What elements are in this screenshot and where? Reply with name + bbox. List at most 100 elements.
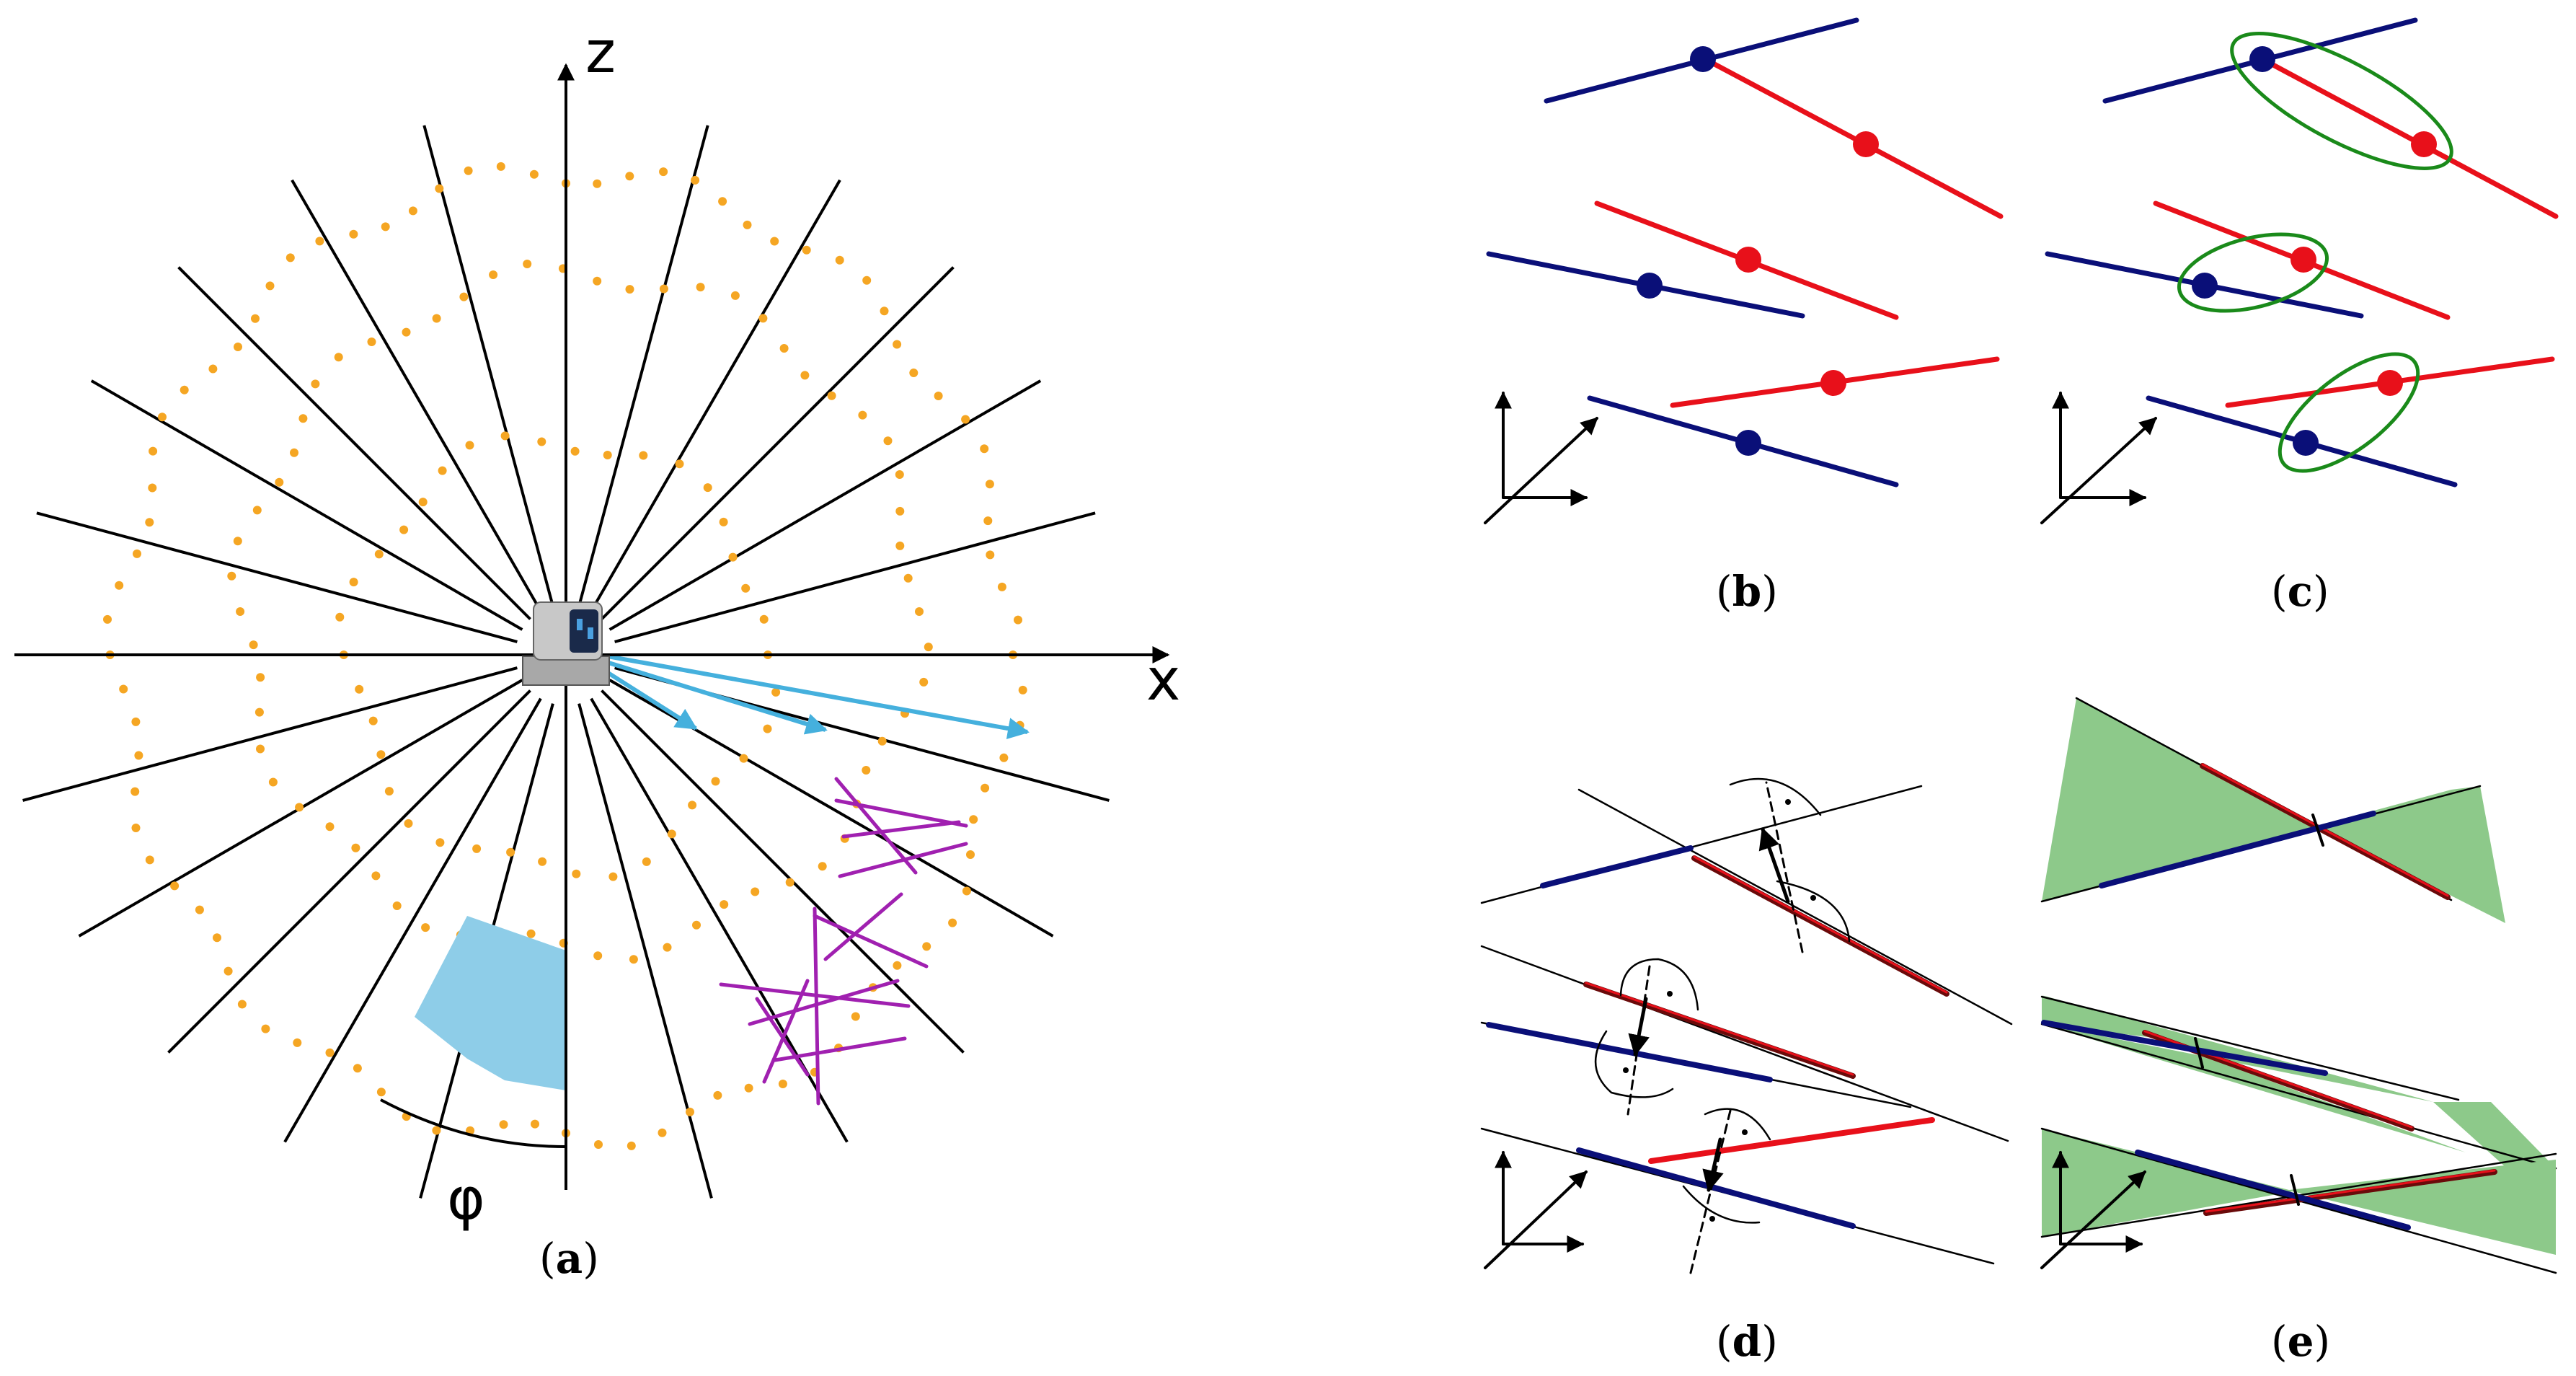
- scan-point: [895, 470, 904, 479]
- scan-point: [667, 829, 676, 839]
- scan-point: [376, 750, 386, 759]
- scan-point: [593, 951, 603, 961]
- red-point: [2411, 131, 2437, 157]
- scan-point: [465, 441, 474, 450]
- association-ellipse: [2230, 32, 2453, 170]
- scan-point: [432, 1126, 441, 1135]
- scan-point: [459, 292, 469, 301]
- scan-point: [371, 871, 381, 881]
- scan-point: [435, 838, 445, 847]
- red-segment: [1693, 855, 1948, 994]
- association-ellipse: [2177, 232, 2329, 313]
- scan-point: [961, 415, 970, 424]
- scan-point: [295, 803, 304, 812]
- scan-point: [893, 340, 902, 349]
- scan-point: [249, 640, 258, 650]
- scan-point: [506, 847, 515, 857]
- scan-point: [392, 901, 402, 910]
- scan-point: [223, 966, 233, 976]
- scan-point: [268, 777, 278, 787]
- scan-point: [145, 518, 154, 527]
- scan-point: [208, 364, 218, 374]
- scan-point: [335, 612, 345, 622]
- scan-point: [741, 583, 751, 593]
- scan-point: [325, 1048, 335, 1057]
- scan-point: [261, 1024, 270, 1033]
- scan-point: [275, 477, 284, 487]
- scan-point: [703, 483, 712, 493]
- scan-point: [531, 1119, 539, 1129]
- support-line: [1480, 945, 2009, 1142]
- scan-point: [368, 716, 378, 726]
- coordinate-frame: [2040, 391, 2157, 524]
- scan-point: [895, 541, 905, 550]
- scan-point: [148, 483, 157, 493]
- red-segment: [2201, 763, 2449, 897]
- scan-point: [353, 1064, 362, 1073]
- coordinate-frame: [2040, 1150, 2146, 1269]
- overlap-region: [2042, 698, 2505, 923]
- scan-point: [438, 466, 447, 475]
- scan-point: [256, 673, 265, 682]
- scan-point: [686, 1107, 694, 1116]
- scan-point: [627, 1141, 636, 1150]
- scan-point: [290, 448, 298, 457]
- scan-point: [948, 918, 957, 927]
- scan-point: [608, 872, 618, 881]
- blue-segment: [1540, 845, 1694, 888]
- scan-point: [1014, 615, 1022, 625]
- scan-point: [629, 955, 638, 964]
- angle-dot: [1709, 1216, 1715, 1222]
- scan-point: [213, 933, 221, 943]
- blue-point: [1690, 46, 1716, 72]
- scan-point: [180, 385, 189, 394]
- support-line: [2040, 1023, 2557, 1170]
- right-angle-arc: [1594, 1030, 1674, 1098]
- right-angle-arc: [1729, 777, 1822, 816]
- support-line: [2040, 995, 2460, 1101]
- radial-line: [601, 266, 955, 620]
- red-point: [2290, 247, 2316, 273]
- scan-point: [983, 516, 993, 526]
- scan-point: [432, 314, 441, 323]
- scan-point: [827, 391, 836, 400]
- scan-point: [374, 550, 384, 559]
- scan-point: [980, 444, 989, 454]
- scan-point: [779, 344, 789, 353]
- overlap-region: [2433, 1102, 2556, 1168]
- blue-segment: [2041, 1020, 2328, 1076]
- blue-point: [2293, 430, 2319, 456]
- red-point: [1735, 247, 1761, 273]
- scan-point: [718, 197, 727, 206]
- scan-point: [489, 270, 498, 279]
- scan-point: [728, 552, 738, 562]
- scan-point: [256, 744, 265, 754]
- scan-point: [903, 573, 913, 583]
- angle-dot: [1667, 991, 1673, 997]
- scan-point: [404, 819, 413, 828]
- caption-c: (c): [2271, 567, 2329, 616]
- red-segment: [2259, 56, 2559, 219]
- scan-point: [381, 222, 390, 231]
- radial-line: [614, 511, 1096, 643]
- radial-line: [608, 379, 1042, 631]
- scan-point: [593, 276, 602, 286]
- scan-point: [103, 614, 112, 624]
- scan-point: [883, 436, 893, 446]
- scan-point: [659, 167, 668, 177]
- scan-point: [349, 578, 358, 587]
- panel-d: (d): [1480, 777, 2013, 1366]
- scan-point: [691, 175, 700, 185]
- scan-point: [915, 607, 924, 616]
- scan-point: [472, 844, 482, 853]
- magenta-segments: [719, 777, 968, 1106]
- radial-line: [577, 703, 713, 1199]
- radial-lines: [22, 125, 1110, 1199]
- angle-label: φ: [447, 1165, 485, 1232]
- radial-line: [422, 125, 554, 607]
- scan-point: [711, 777, 720, 786]
- scan-point: [835, 255, 844, 265]
- right-angle-arc: [1776, 880, 1851, 943]
- scan-point: [743, 220, 752, 229]
